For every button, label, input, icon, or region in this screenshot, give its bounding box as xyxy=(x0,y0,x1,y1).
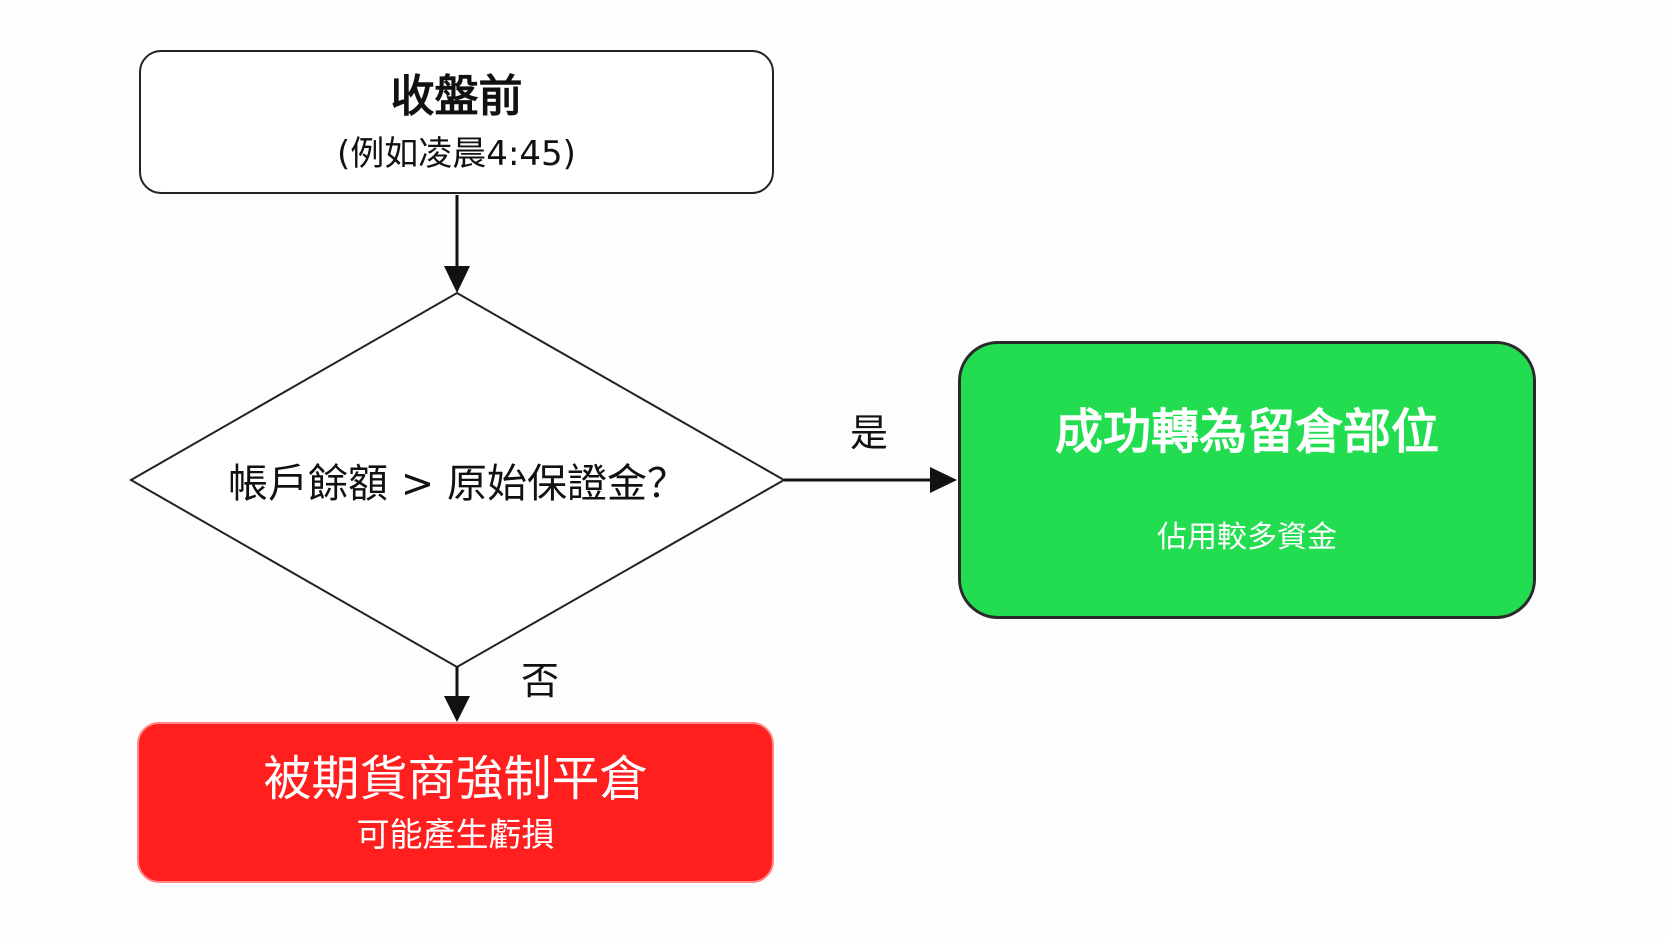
edge-label-no: 否 xyxy=(521,659,560,703)
yes-outcome-node: 成功轉為留倉部位 佔用較多資金 xyxy=(958,341,1536,619)
yes-outcome-subtitle: 佔用較多資金 xyxy=(1157,519,1337,555)
edge-label-yes: 是 xyxy=(850,411,889,455)
no-outcome-subtitle: 可能產生虧損 xyxy=(356,814,555,854)
arrowhead-decision-to-yes xyxy=(930,467,957,493)
arrowhead-start-to-decision xyxy=(444,266,470,293)
no-outcome-node: 被期貨商強制平倉 可能產生虧損 xyxy=(137,722,774,883)
decision-node-label: 帳戶餘額 > 原始保證金？ xyxy=(228,461,687,507)
arrowhead-decision-to-no xyxy=(444,696,470,722)
start-node-subtitle: (例如凌晨4:45) xyxy=(337,134,576,175)
yes-outcome-title: 成功轉為留倉部位 xyxy=(1054,404,1439,461)
no-outcome-title: 被期貨商強制平倉 xyxy=(263,750,648,807)
start-node-title: 收盤前 xyxy=(390,71,523,123)
start-node: 收盤前 (例如凌晨4:45) xyxy=(139,50,774,194)
